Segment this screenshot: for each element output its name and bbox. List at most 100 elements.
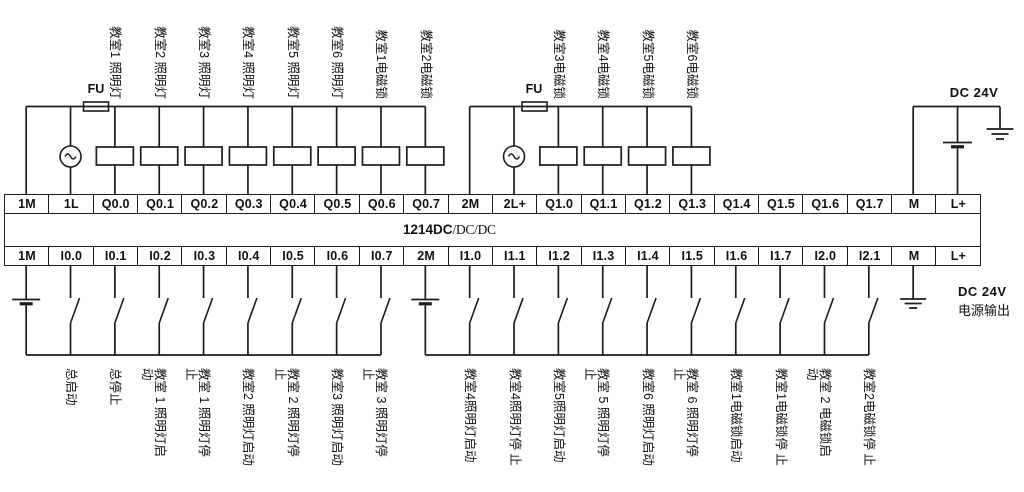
input-switch-label-I0.1: 总停止 — [108, 368, 123, 406]
load-box-icon — [405, 146, 445, 166]
fuse-label-left: FU — [87, 82, 105, 96]
switch-contact-icon — [646, 297, 657, 324]
input-switch-label-I0.0: 总启动 — [64, 368, 79, 406]
switch-contact-icon — [823, 297, 835, 324]
input-terminal-I0.4: I0.4 — [225, 246, 272, 266]
output-load-label-Q0.4: 教室5 照明灯 — [285, 26, 300, 99]
switch-contact-icon — [868, 297, 879, 324]
output-load-label-Q0.0: 教室1 照明灯 — [108, 26, 123, 99]
input-switch-label-I0.5: 教室 2 照明灯停 止 — [272, 368, 300, 457]
plc-model-band: 1214DC/DC/DC — [4, 212, 982, 248]
output-terminal-Q1.6: Q1.6 — [802, 194, 849, 214]
switch-contact-icon — [690, 297, 702, 324]
input-terminal-I1.5: I1.5 — [669, 246, 716, 266]
input-terminal-I2.1: I2.1 — [846, 246, 893, 266]
ac-wave-icon — [507, 153, 521, 160]
output-load-label-Q0.1: 教室2 照明灯 — [152, 26, 167, 99]
input-switch-label-I2.0: 教室 2 电磁锁启 动 — [804, 368, 832, 457]
output-load-label-Q0.5: 教室6 照明灯 — [330, 26, 345, 99]
output-terminal-Q0.7: Q0.7 — [403, 194, 450, 214]
output-load-label-Q1.3: 教室6电磁锁 — [684, 29, 699, 99]
output-terminal-Q1.7: Q1.7 — [846, 194, 893, 214]
load-box-icon — [317, 146, 356, 166]
output-terminal-Q0.3: Q0.3 — [225, 194, 272, 214]
ac-wave-icon — [64, 153, 77, 160]
input-switch-label-I1.5: 教室 6 照明灯停 止 — [671, 368, 699, 457]
switch-contact-icon — [601, 297, 613, 324]
input-terminal-2M: 2M — [403, 246, 450, 266]
input-switch-label-I1.2: 教室5照明灯启动 — [551, 368, 566, 463]
load-box-icon — [627, 146, 667, 166]
load-box-icon — [184, 146, 223, 166]
load-box-icon — [272, 146, 312, 166]
output-terminal-Q1.1: Q1.1 — [580, 194, 627, 214]
dc-24v-output-line1: DC 24V — [958, 284, 1007, 299]
output-terminal-Q1.5: Q1.5 — [757, 194, 804, 214]
switch-contact-icon — [513, 297, 524, 324]
input-terminal-I0.1: I0.1 — [92, 246, 139, 266]
input-terminal-I0.0: I0.0 — [48, 246, 95, 266]
input-terminal-I1.0: I1.0 — [447, 246, 494, 266]
input-switch-label-I0.2: 教室 1 照明灯启 动 — [139, 368, 167, 457]
ac-source-icon — [59, 145, 82, 168]
plc-model-suffix: /DC/DC — [452, 221, 497, 237]
load-box-icon — [539, 146, 578, 166]
load-box-icon — [95, 146, 135, 166]
output-terminal-Q0.1: Q0.1 — [137, 194, 184, 214]
switch-contact-icon — [557, 297, 569, 324]
output-load-label-Q0.7: 教室2电磁锁 — [418, 29, 433, 99]
dc-24v-output-line2: 电源输出 — [958, 303, 1011, 318]
input-switch-label-I1.1: 教室4照明灯停 止 — [507, 368, 522, 466]
input-switch-label-I1.3: 教室 5 照明灯停 止 — [583, 368, 611, 457]
input-terminal-I1.7: I1.7 — [757, 246, 804, 266]
switch-contact-icon — [247, 297, 258, 324]
input-switch-label-I0.3: 教室 1 照明灯停 止 — [184, 368, 212, 457]
input-terminal-I2.0: I2.0 — [802, 246, 849, 266]
switch-contact-icon — [468, 297, 480, 324]
switch-contact-icon — [114, 297, 125, 324]
input-switch-label-I1.0: 教室4照明灯启动 — [463, 368, 478, 463]
input-switch-label-I0.4: 教室2 照明灯启动 — [241, 368, 256, 466]
output-load-label-Q1.2: 教室5电磁锁 — [640, 29, 655, 99]
switch-contact-icon — [158, 297, 169, 324]
input-terminal-M: M — [891, 246, 938, 266]
load-box-icon — [361, 146, 401, 166]
input-switch-label-I1.6: 教室1电磁锁启动 — [729, 368, 744, 463]
output-terminal-1L: 1L — [48, 194, 95, 214]
input-switch-label-I1.4: 教室6 照明灯启动 — [640, 368, 655, 466]
load-box-icon — [672, 146, 711, 166]
input-terminal-I0.2: I0.2 — [137, 246, 184, 266]
output-terminal-Q1.4: Q1.4 — [713, 194, 760, 214]
input-terminal-I0.3: I0.3 — [181, 246, 228, 266]
plc-model-label: 1214DC/DC/DC — [403, 213, 496, 246]
output-terminal-Q0.6: Q0.6 — [358, 194, 405, 214]
switch-contact-icon — [291, 297, 303, 324]
output-load-label-Q0.3: 教室4 照明灯 — [241, 26, 256, 99]
switch-contact-icon — [202, 297, 214, 324]
ac-source-icon — [502, 145, 526, 168]
fuse-icon — [521, 101, 548, 112]
load-box-icon — [228, 146, 268, 166]
output-terminal-Q1.2: Q1.2 — [624, 194, 671, 214]
output-terminal-Q0.4: Q0.4 — [270, 194, 317, 214]
input-terminal-I0.6: I0.6 — [314, 246, 361, 266]
switch-contact-icon — [380, 297, 391, 324]
output-terminal-Q1.0: Q1.0 — [536, 194, 583, 214]
input-terminal-L+: L+ — [935, 246, 982, 266]
load-box-icon — [583, 146, 623, 166]
output-terminal-1M: 1M — [4, 194, 51, 214]
input-terminal-1M: 1M — [4, 246, 51, 266]
input-switch-label-I0.6: 教室3 照明灯启动 — [330, 368, 345, 466]
fuse-icon — [82, 101, 110, 112]
input-terminal-I0.5: I0.5 — [270, 246, 317, 266]
switch-contact-icon — [735, 297, 746, 324]
switch-contact-icon — [779, 297, 790, 324]
output-terminal-2M: 2M — [447, 194, 494, 214]
input-terminal-I1.3: I1.3 — [580, 246, 627, 266]
output-load-label-Q1.1: 教室4电磁锁 — [596, 29, 611, 99]
output-terminal-Q0.2: Q0.2 — [181, 194, 228, 214]
output-terminal-2L+: 2L+ — [491, 194, 538, 214]
output-terminal-Q1.3: Q1.3 — [669, 194, 716, 214]
